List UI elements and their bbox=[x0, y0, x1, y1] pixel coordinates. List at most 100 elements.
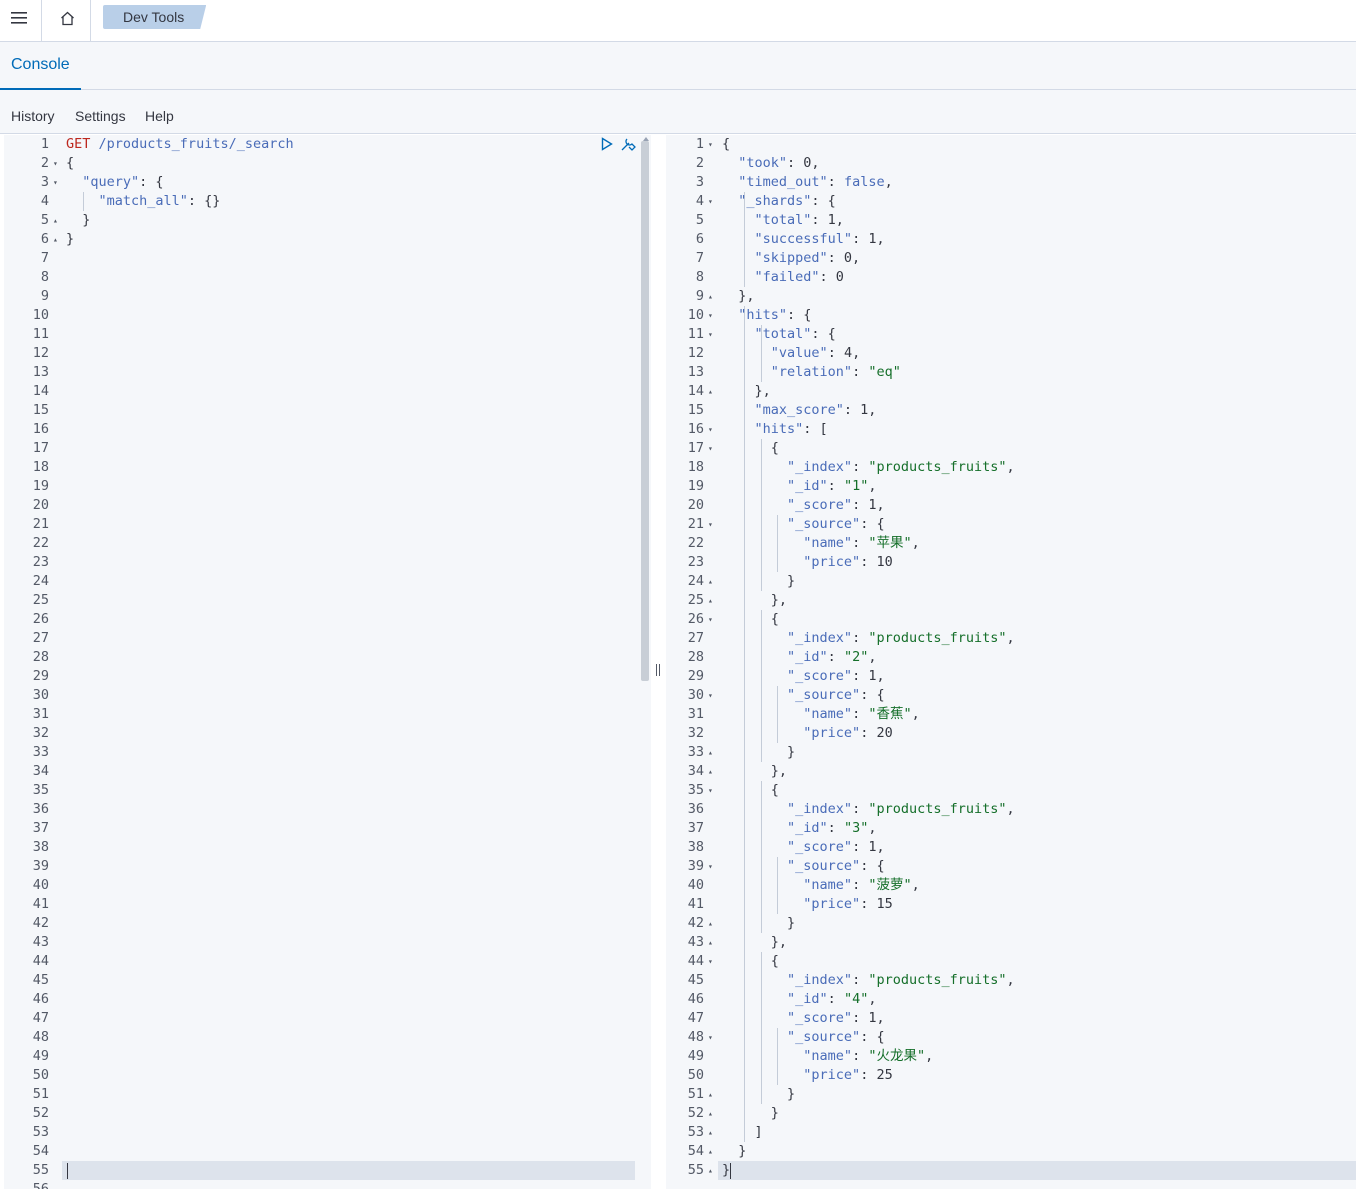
code-line: }, bbox=[722, 763, 788, 779]
fold-close-icon[interactable]: ▴ bbox=[708, 1090, 713, 1099]
pane-resizer[interactable] bbox=[651, 135, 666, 1189]
code-line: } bbox=[66, 231, 75, 247]
run-request-button[interactable] bbox=[601, 137, 613, 155]
fold-close-icon[interactable]: ▴ bbox=[53, 216, 58, 225]
fold-close-icon[interactable]: ▴ bbox=[708, 387, 713, 396]
fold-open-icon[interactable]: ▾ bbox=[708, 786, 713, 795]
line-number: 27 bbox=[687, 630, 704, 646]
line-number: 20 bbox=[687, 497, 704, 513]
request-options-button[interactable] bbox=[619, 135, 637, 157]
drag-handle-icon bbox=[656, 664, 657, 676]
code-line: "timed_out": false, bbox=[738, 174, 893, 190]
line-number: 18 bbox=[32, 459, 49, 475]
fold-close-icon[interactable]: ▴ bbox=[708, 577, 713, 586]
code-line: ] bbox=[722, 1124, 763, 1140]
line-number: 33 bbox=[32, 744, 49, 760]
fold-close-icon[interactable]: ▴ bbox=[53, 235, 58, 244]
code-line: "value": 4, bbox=[770, 345, 861, 361]
fold-close-icon[interactable]: ▴ bbox=[708, 292, 713, 301]
fold-close-icon[interactable]: ▴ bbox=[708, 767, 713, 776]
line-number: 39 bbox=[32, 858, 49, 874]
code-line: } bbox=[722, 1105, 779, 1121]
code-line: "name": "苹果", bbox=[803, 535, 920, 551]
fold-open-icon[interactable]: ▾ bbox=[708, 444, 713, 453]
fold-close-icon[interactable]: ▴ bbox=[708, 748, 713, 757]
line-number: 52 bbox=[687, 1105, 704, 1121]
line-number: 6 bbox=[695, 231, 704, 247]
code-line: { bbox=[722, 136, 731, 152]
line-number: 5 bbox=[695, 212, 704, 228]
indent-guide bbox=[776, 515, 778, 572]
line-number: 46 bbox=[32, 991, 49, 1007]
line-number: 29 bbox=[32, 668, 49, 684]
code-line: "_shards": { bbox=[738, 193, 836, 209]
settings-link[interactable]: Settings bbox=[75, 108, 126, 124]
breadcrumb-dev-tools[interactable]: Dev Tools bbox=[103, 5, 206, 29]
line-number: 36 bbox=[687, 801, 704, 817]
line-number: 2 bbox=[40, 155, 49, 171]
line-number: 43 bbox=[687, 934, 704, 950]
active-line-highlight bbox=[666, 1161, 1356, 1180]
line-number: 44 bbox=[32, 953, 49, 969]
line-number: 23 bbox=[687, 554, 704, 570]
line-number: 17 bbox=[687, 440, 704, 456]
fold-close-icon[interactable]: ▴ bbox=[708, 596, 713, 605]
fold-open-icon[interactable]: ▾ bbox=[708, 330, 713, 339]
fold-open-icon[interactable]: ▾ bbox=[53, 159, 58, 168]
request-scrollbar[interactable] bbox=[641, 141, 649, 681]
line-number: 24 bbox=[687, 573, 704, 589]
fold-open-icon[interactable]: ▾ bbox=[708, 691, 713, 700]
code-line: "_source": { bbox=[787, 858, 885, 874]
code-line: "_source": { bbox=[787, 1029, 885, 1045]
line-number: 31 bbox=[687, 706, 704, 722]
code-line: "skipped": 0, bbox=[754, 250, 861, 266]
fold-close-icon[interactable]: ▴ bbox=[708, 938, 713, 947]
fold-close-icon[interactable]: ▴ bbox=[708, 1109, 713, 1118]
indent-guide bbox=[776, 1028, 778, 1085]
line-number: 1 bbox=[40, 136, 49, 152]
fold-close-icon[interactable]: ▴ bbox=[708, 919, 713, 928]
indent-guide bbox=[760, 439, 762, 591]
fold-close-icon[interactable]: ▴ bbox=[708, 1147, 713, 1156]
code-line: "_score": 1, bbox=[787, 497, 885, 513]
code-line: "hits": [ bbox=[754, 421, 828, 437]
line-number: 21 bbox=[32, 516, 49, 532]
history-link[interactable]: History bbox=[11, 108, 55, 124]
fold-open-icon[interactable]: ▾ bbox=[708, 311, 713, 320]
line-number: 26 bbox=[32, 611, 49, 627]
code-line: "failed": 0 bbox=[754, 269, 844, 285]
code-line: { bbox=[722, 782, 779, 798]
line-number: 30 bbox=[687, 687, 704, 703]
line-number: 33 bbox=[687, 744, 704, 760]
home-button[interactable] bbox=[49, 0, 85, 36]
line-number: 25 bbox=[687, 592, 704, 608]
line-number: 16 bbox=[687, 421, 704, 437]
line-number: 11 bbox=[32, 326, 49, 342]
fold-open-icon[interactable]: ▾ bbox=[708, 862, 713, 871]
fold-open-icon[interactable]: ▾ bbox=[53, 178, 58, 187]
fold-open-icon[interactable]: ▾ bbox=[708, 957, 713, 966]
line-number: 11 bbox=[687, 326, 704, 342]
menu-toggle-button[interactable] bbox=[0, 0, 38, 36]
fold-open-icon[interactable]: ▾ bbox=[708, 520, 713, 529]
tab-console[interactable]: Console bbox=[0, 42, 81, 90]
line-number: 48 bbox=[687, 1029, 704, 1045]
line-number: 37 bbox=[687, 820, 704, 836]
fold-close-icon[interactable]: ▴ bbox=[708, 1166, 713, 1175]
help-link[interactable]: Help bbox=[145, 108, 174, 124]
line-number: 14 bbox=[687, 383, 704, 399]
fold-open-icon[interactable]: ▾ bbox=[708, 197, 713, 206]
line-number: 53 bbox=[687, 1124, 704, 1140]
scroll-up-arrow[interactable] bbox=[643, 137, 649, 141]
line-number: 38 bbox=[32, 839, 49, 855]
fold-close-icon[interactable]: ▴ bbox=[708, 1128, 713, 1137]
line-number: 32 bbox=[687, 725, 704, 741]
fold-open-icon[interactable]: ▾ bbox=[708, 425, 713, 434]
line-number: 10 bbox=[32, 307, 49, 323]
line-number: 44 bbox=[687, 953, 704, 969]
fold-open-icon[interactable]: ▾ bbox=[708, 140, 713, 149]
fold-open-icon[interactable]: ▾ bbox=[708, 1033, 713, 1042]
fold-open-icon[interactable]: ▾ bbox=[708, 615, 713, 624]
